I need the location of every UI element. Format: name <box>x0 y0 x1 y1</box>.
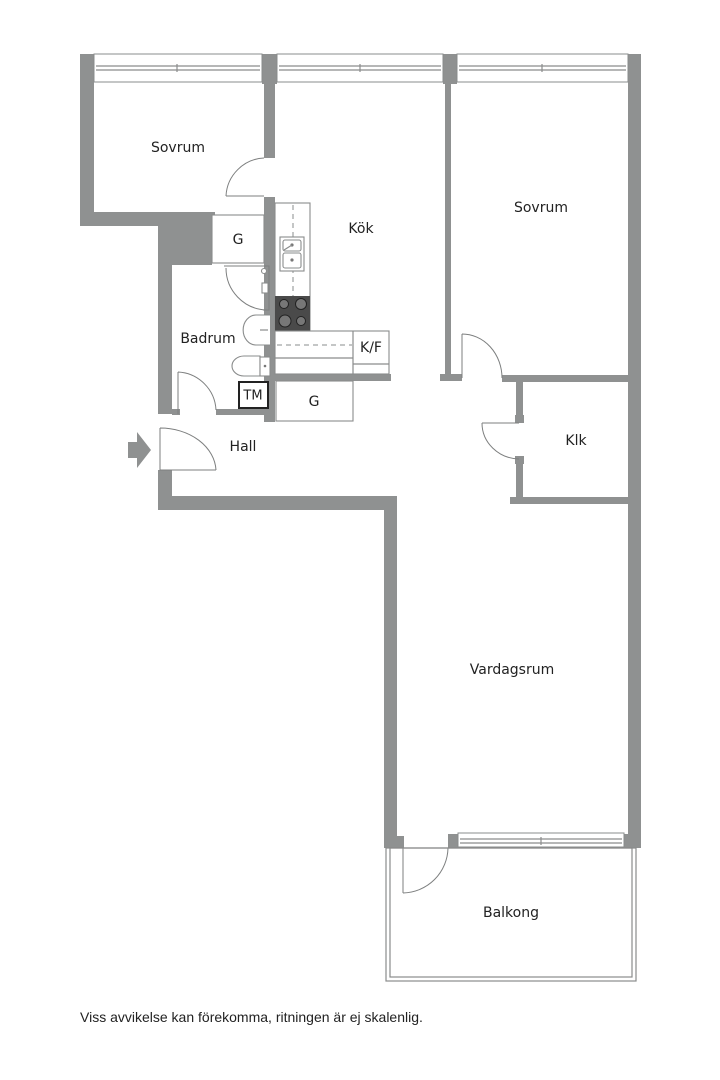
room-labels: Sovrum Kök Sovrum G Badrum K/F TM G Hall… <box>151 140 587 921</box>
label-tm: TM <box>242 389 262 404</box>
toilet-icon <box>231 355 271 377</box>
label-kok: Kök <box>348 221 374 237</box>
label-hall: Hall <box>230 439 257 455</box>
label-garderob-1: G <box>233 232 244 248</box>
kitchen-sink-icon <box>279 236 305 272</box>
label-balkong: Balkong <box>483 905 539 921</box>
label-badrum: Badrum <box>180 331 235 347</box>
washing-machine-box <box>238 381 269 409</box>
wardrobe-2 <box>275 380 354 422</box>
balcony-outline <box>385 847 637 982</box>
kitchen-counter <box>274 202 390 375</box>
label-kf: K/F <box>360 340 382 356</box>
shower-icon <box>224 265 270 311</box>
wardrobe-1 <box>211 214 265 264</box>
stove-icon <box>275 296 310 331</box>
label-sovrum-2: Sovrum <box>514 200 568 216</box>
label-sovrum-1: Sovrum <box>151 140 205 156</box>
label-vardagsrum: Vardagsrum <box>470 662 555 678</box>
washbasin-icon <box>242 314 270 346</box>
label-garderob-2: G <box>309 394 320 410</box>
label-klk: Klk <box>565 433 587 449</box>
windows <box>93 53 629 848</box>
walls <box>80 54 641 848</box>
entrance-arrow-icon <box>128 432 151 468</box>
disclaimer-text: Viss avvikelse kan förekomma, ritningen … <box>80 1009 423 1025</box>
doors <box>159 157 520 894</box>
